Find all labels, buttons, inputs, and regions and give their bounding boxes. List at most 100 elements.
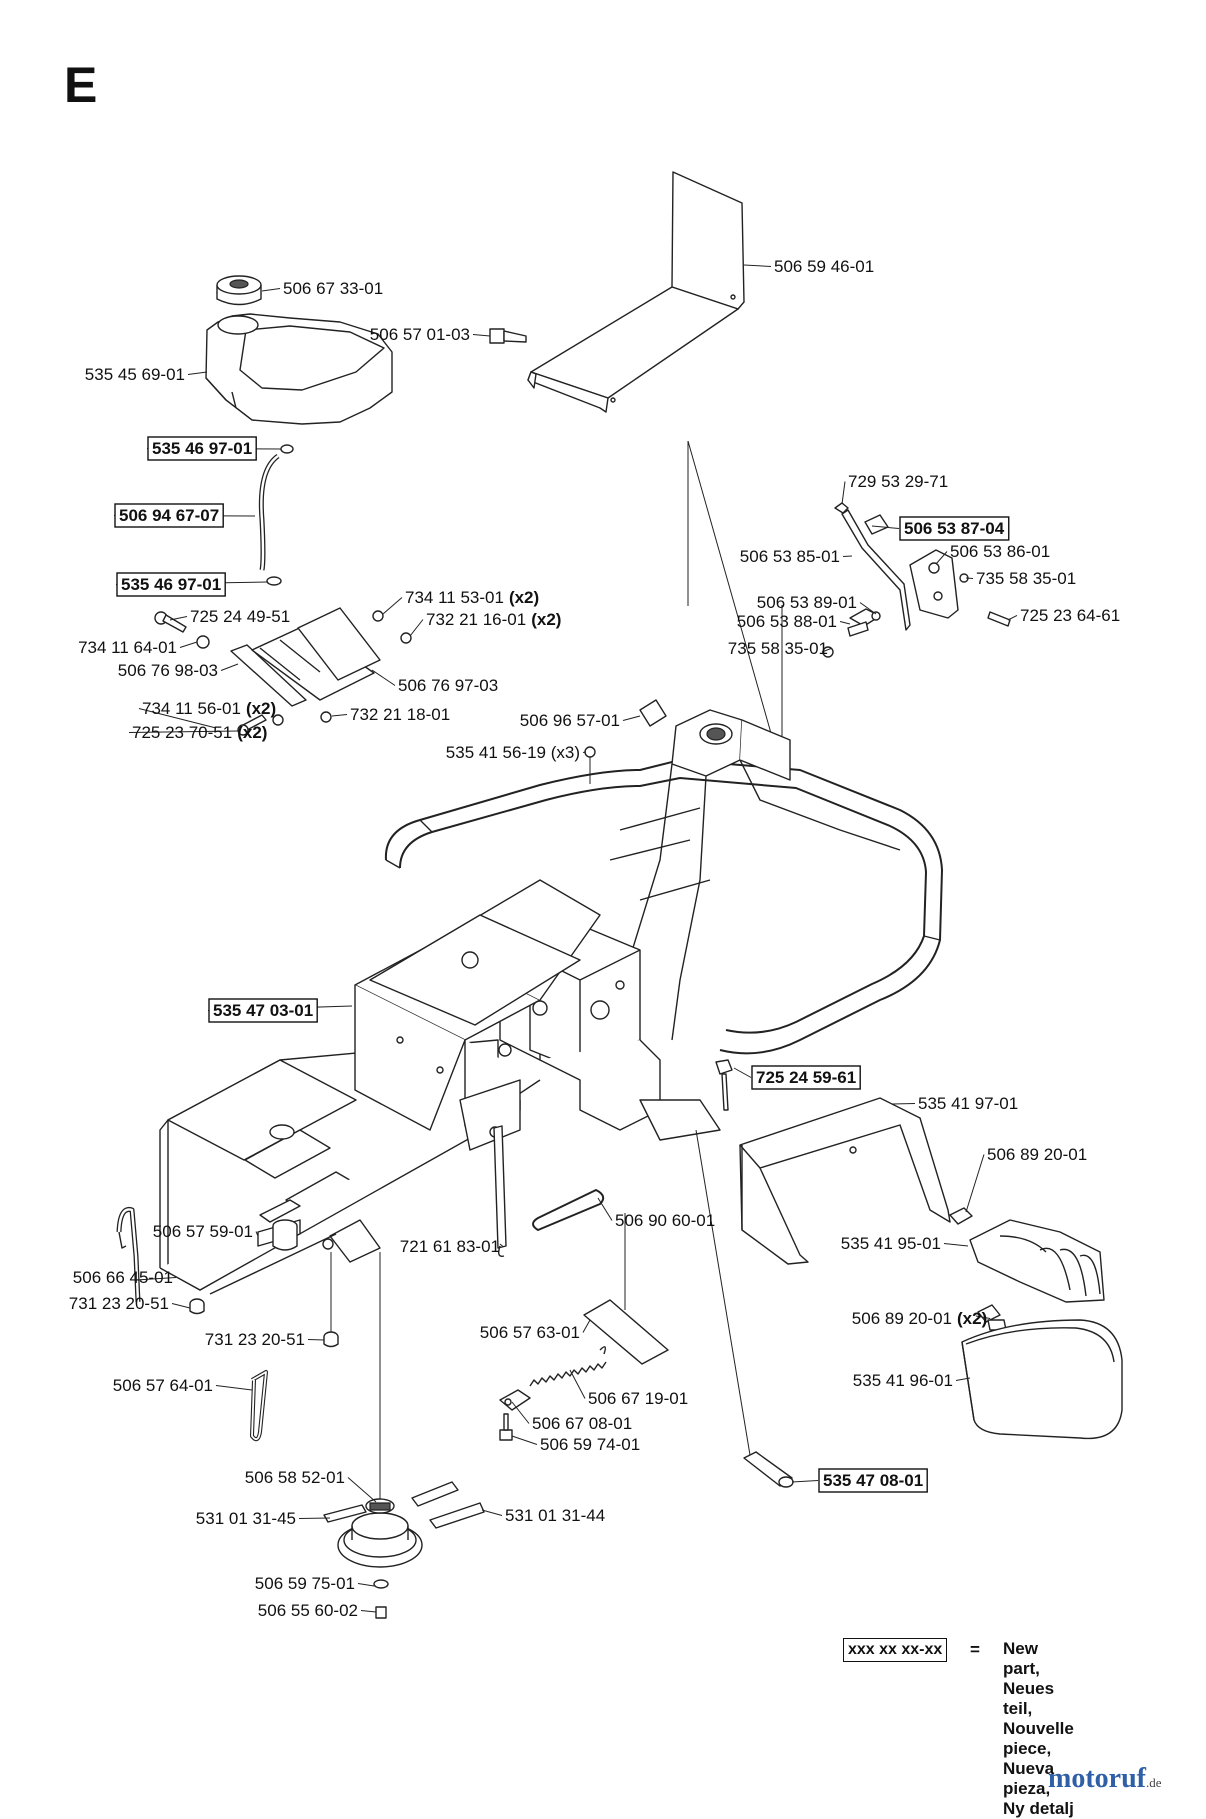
watermark-main: motoruf [1048, 1763, 1146, 1794]
part-number: 506 67 19-01 [588, 1389, 688, 1408]
watermark-suffix: .de [1145, 1775, 1162, 1790]
part-label: 531 01 31-45 [196, 1509, 296, 1528]
part-number: 535 46 97-01 [121, 575, 221, 594]
part-label: 735 58 35-01 [976, 569, 1076, 588]
part-label: 506 96 57-01 [520, 711, 620, 730]
part-number: 535 41 95-01 [841, 1234, 941, 1253]
legend-line: New part, [1003, 1639, 1040, 1678]
part-label: 506 53 88-01 [737, 612, 837, 631]
pedal-linkage [687, 440, 1011, 773]
part-label: 506 58 52-01 [245, 1468, 345, 1487]
leader-line [307, 1339, 325, 1341]
leader-line [357, 1583, 375, 1587]
leader-lines [113, 264, 1018, 1613]
part-label: 731 23 20-51 [205, 1330, 305, 1349]
part-label: 506 89 20-01 [987, 1145, 1087, 1164]
part-number: 506 90 60-01 [615, 1211, 715, 1230]
fuel-tank-cap [216, 275, 262, 306]
legend-line: Neues teil, [1003, 1679, 1055, 1718]
leader-line [821, 648, 832, 653]
leader-line [347, 1477, 377, 1503]
part-label: 506 59 75-01 [255, 1574, 355, 1593]
part-number: 506 59 75-01 [255, 1574, 355, 1593]
leader-line [733, 1067, 752, 1078]
part-number: 721 61 83-01 [400, 1237, 500, 1256]
part-label: 506 67 19-01 [588, 1389, 688, 1408]
leader-line [179, 641, 198, 648]
leader-line [169, 616, 188, 621]
part-label: 731 23 20-51 [69, 1294, 169, 1313]
leader-line [215, 1385, 253, 1391]
part-number: 506 57 64-01 [113, 1376, 213, 1395]
leader-line [255, 1231, 259, 1237]
leader-line [261, 288, 281, 292]
part-number: 735 58 35-01 [728, 639, 828, 658]
pivot-assembly [209, 1219, 337, 1295]
quantity-suffix: (x2) [246, 699, 276, 718]
part-label: 735 58 35-01 [728, 639, 828, 658]
part-number: 506 57 63-01 [480, 1323, 580, 1342]
legend-line: Nouvelle piece, [1003, 1719, 1074, 1758]
part-label: 506 66 45-01 [73, 1268, 173, 1287]
pin [493, 1125, 507, 1257]
frame-bolt [715, 1059, 733, 1111]
part-number: 725 24 59-61 [756, 1068, 856, 1087]
part-number: 734 11 64-01 [78, 638, 177, 657]
part-number: 729 53 29-71 [848, 472, 948, 491]
part-label: 506 57 63-01 [480, 1323, 580, 1342]
pulley-assembly [323, 1252, 485, 1619]
leader-line [622, 715, 641, 721]
new-part-box [751, 1065, 861, 1090]
part-number: 506 96 57-01 [520, 711, 620, 730]
new-part-box [208, 998, 318, 1023]
part-number: 506 58 52-01 [245, 1468, 345, 1487]
quantity-suffix: (x2) [531, 610, 561, 629]
part-label: 506 67 08-01 [532, 1414, 632, 1433]
part-label: 729 53 29-71 [848, 472, 948, 491]
leader-line [331, 714, 348, 717]
part-number: 506 55 60-02 [258, 1601, 358, 1620]
leader-line [138, 708, 217, 729]
part-number: 531 01 31-45 [196, 1509, 296, 1528]
part-label: 535 41 56-19 (x3) [446, 743, 580, 762]
link-plate [499, 1389, 531, 1411]
part-label: 535 41 95-01 [841, 1234, 941, 1253]
leader-line [382, 597, 403, 615]
lock-pin [695, 1129, 794, 1488]
part-number: 531 01 31-44 [505, 1506, 605, 1525]
part-number: 506 53 89-01 [757, 593, 857, 612]
part-label: 732 21 16-01(x2) [426, 610, 561, 629]
leader-line [975, 1315, 991, 1319]
part-number: 535 46 97-01 [152, 439, 252, 458]
leader-line [841, 481, 846, 505]
frame-assembly [159, 709, 943, 1291]
seat-pan-bracket [527, 171, 745, 413]
part-label: 506 76 98-03 [118, 661, 218, 680]
leader-line [511, 1435, 538, 1445]
part-number: 535 47 08-01 [823, 1471, 923, 1490]
lock-nut-left [189, 1298, 205, 1315]
part-label: 531 01 31-44 [505, 1506, 605, 1525]
part-label: 535 41 97-01 [918, 1094, 1018, 1113]
part-label-new: 535 46 97-01 [147, 436, 257, 461]
leader-line [1007, 615, 1018, 621]
legend-equals: = [970, 1640, 980, 1659]
part-number: 506 89 20-01 [987, 1145, 1087, 1164]
part-number: 506 57 59-01 [153, 1222, 253, 1241]
part-label: 506 59 74-01 [540, 1435, 640, 1454]
new-part-box [147, 436, 257, 461]
part-label-new: 535 47 08-01 [818, 1468, 928, 1493]
part-label: 506 89 20-01(x2) [852, 1309, 987, 1328]
pedal-cap [639, 699, 667, 727]
quantity-suffix: (x2) [237, 723, 267, 742]
quantity-suffix: (x2) [957, 1309, 987, 1328]
leader-line [891, 1103, 916, 1105]
part-number: 535 47 03-01 [213, 1001, 313, 1020]
leader-line [171, 1303, 191, 1309]
bracket-rod [250, 1370, 268, 1442]
part-label: 506 57 59-01 [153, 1222, 253, 1241]
part-number: 506 59 74-01 [540, 1435, 640, 1454]
part-number: 734 11 56-01 [142, 699, 241, 718]
leader-line [597, 1197, 613, 1221]
